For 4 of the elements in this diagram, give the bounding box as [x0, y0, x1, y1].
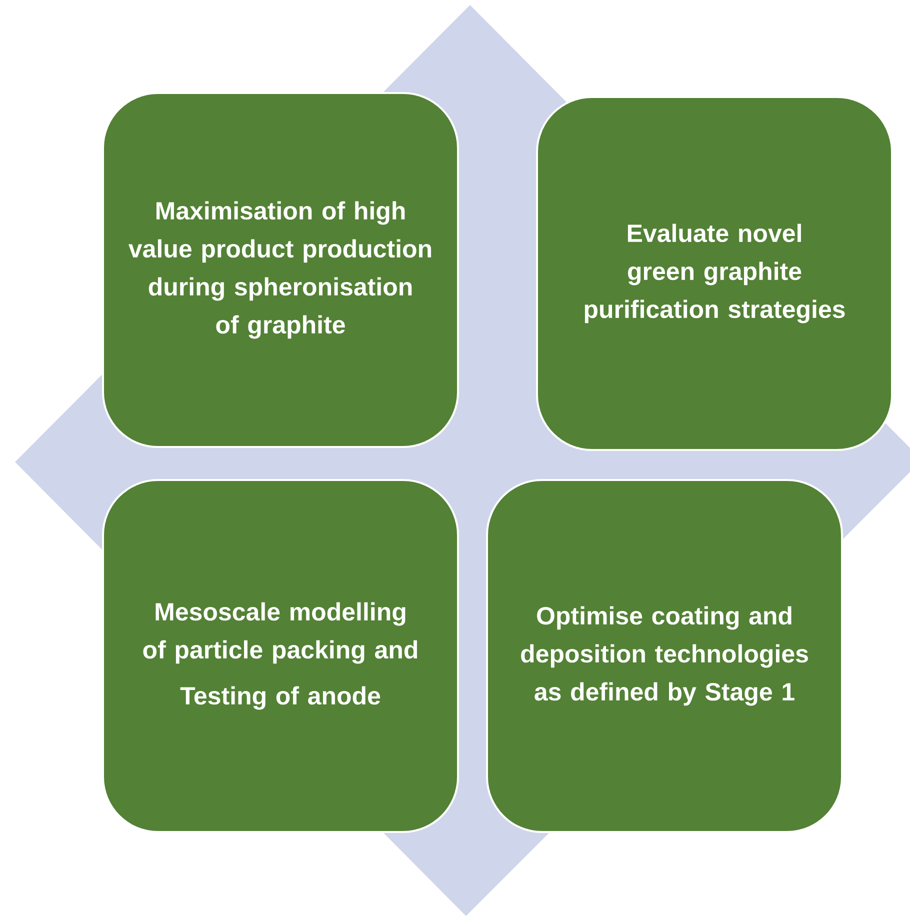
task-box: Maximisation of high value product production during spheronisation of graphite	[102, 92, 459, 448]
task-box: Optimise coating and deposition technologies as defined by Stage 1	[486, 479, 843, 833]
task-box: Evaluate novel green graphite purification strategies	[536, 96, 894, 451]
task-box: Mesoscale modelling of particle packing and Testing of anode	[102, 479, 459, 833]
